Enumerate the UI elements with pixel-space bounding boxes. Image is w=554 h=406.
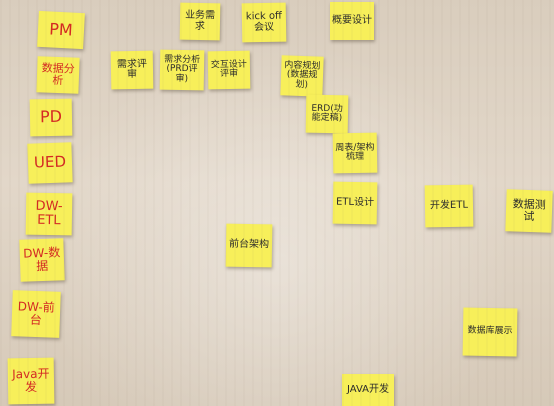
note-text: 需求分析(PRD评审): [164, 54, 201, 84]
note-text: 数据库展示: [467, 325, 513, 337]
note-text: PD: [39, 106, 63, 127]
sticky-note-t12: 数据测试: [505, 189, 553, 233]
sticky-note-t14: 数据库展示: [462, 307, 518, 357]
note-text: ETL设计: [335, 196, 375, 209]
note-text: 概要设计: [332, 14, 372, 26]
note-text: UED: [33, 152, 67, 172]
note-text: 数据分析: [41, 61, 75, 88]
note-text: 需求评审: [116, 58, 147, 81]
note-text: 周表/架构梳理: [335, 142, 375, 163]
note-text: DW-前台: [17, 299, 55, 328]
sticky-note-ba: 数据分析: [36, 56, 80, 94]
note-text: 交互设计评审: [210, 59, 247, 80]
sticky-note-dw-1: DW-数据: [19, 238, 65, 282]
note-text: JAVA开发: [346, 383, 390, 395]
sticky-note-t11: 开发ETL: [424, 184, 474, 228]
note-text: ERD(功能定稿): [311, 103, 343, 124]
note-text: DW-数据: [23, 245, 61, 274]
note-text: Java开发: [12, 367, 50, 395]
sticky-note-t2: kick off会议: [241, 2, 287, 43]
sticky-note-pd: PD: [29, 98, 73, 137]
sticky-note-t13: 前台架构: [225, 223, 273, 268]
sticky-note-t15: JAVA开发: [342, 374, 394, 406]
note-text: 前台架构: [228, 238, 270, 251]
sticky-note-t6: 交互设计评审: [207, 50, 251, 90]
sticky-note-java-dev: Java开发: [7, 357, 55, 405]
note-text: DW-ETL: [35, 199, 63, 229]
sticky-note-t9: 周表/架构梳理: [332, 132, 378, 174]
sticky-note-t7: 内容规划(数据规划): [280, 55, 324, 97]
note-text: kick off会议: [245, 10, 283, 33]
note-text: 业务需求: [185, 9, 216, 32]
sticky-note-t5: 需求分析(PRD评审): [159, 49, 205, 91]
sticky-note-t4: 需求评审: [110, 50, 154, 90]
sticky-note-ued: UED: [27, 142, 73, 184]
sticky-note-t3: 概要设计: [330, 2, 374, 40]
note-text: PM: [48, 18, 74, 40]
sticky-note-t8: ERD(功能定稿): [305, 94, 349, 134]
note-text: 开发ETL: [429, 199, 469, 212]
sticky-note-t10: ETL设计: [332, 181, 378, 225]
note-text: 数据测试: [512, 197, 546, 224]
sticky-note-pm: PM: [37, 10, 85, 50]
sticky-note-t1: 业务需求: [179, 2, 221, 41]
note-text: 内容规划(数据规划): [284, 60, 321, 90]
sticky-note-dw-etl: DW-ETL: [25, 192, 73, 236]
sticky-note-dw-2: DW-前台: [11, 290, 61, 338]
